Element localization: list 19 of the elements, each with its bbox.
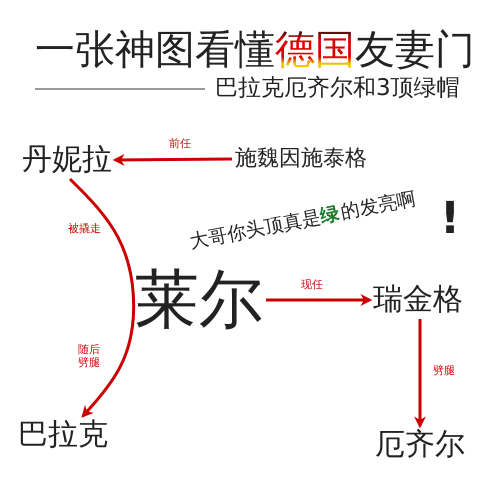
- name-text: 瑞金格: [373, 285, 463, 315]
- edge-label: 被撬走: [67, 222, 102, 236]
- arrow: [112, 154, 232, 166]
- name-text: 施魏因施泰格: [235, 148, 367, 170]
- name-text: 厄齐尔: [375, 430, 465, 460]
- name-text: 巴拉克: [18, 420, 108, 450]
- edge-label: 前任: [168, 137, 192, 150]
- edge-label: 劈腿: [432, 364, 456, 378]
- arrow: [68, 178, 136, 418]
- name-text: 莱尔: [135, 268, 263, 332]
- arrow: [414, 319, 426, 428]
- note-text: 随后劈腿: [76, 343, 102, 370]
- comment-text: 大哥你头顶真是绿的发亮啊: [188, 188, 418, 253]
- title: 一张神图看懂德国友妻门: [35, 28, 475, 72]
- arrow: [266, 294, 372, 306]
- exclamation-mark: !: [440, 195, 460, 244]
- edge-label: 现任: [300, 278, 324, 292]
- subtitle: 巴拉克厄齐尔和3顶绿帽: [215, 76, 460, 102]
- name-text: 丹妮拉: [22, 145, 112, 175]
